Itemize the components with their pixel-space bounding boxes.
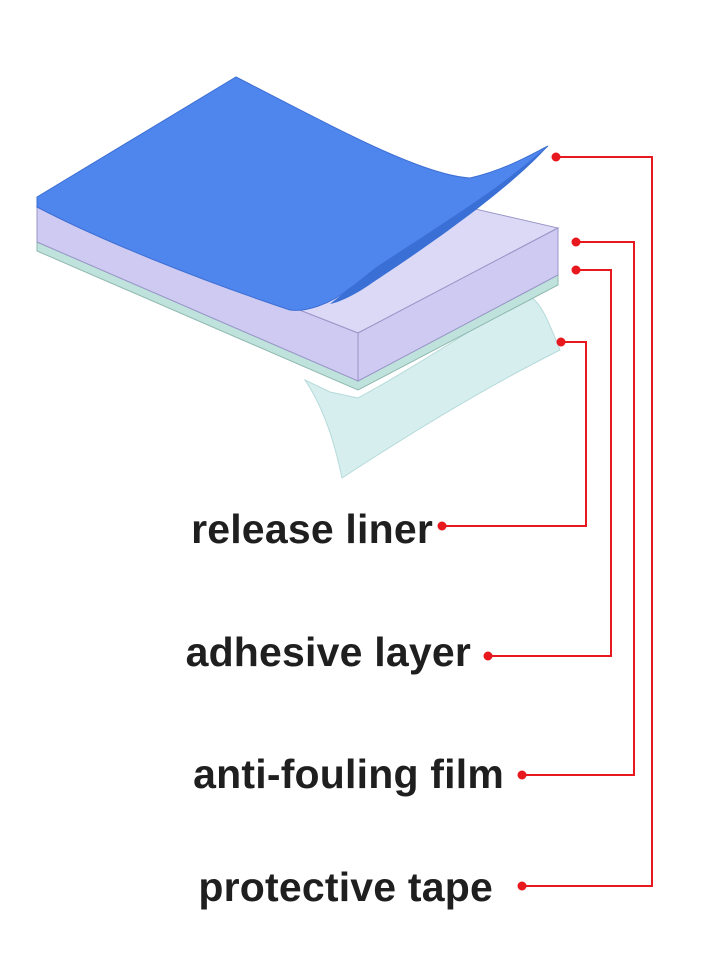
- release-liner-shape: [303, 295, 561, 479]
- protective-tape-curl: [330, 146, 548, 304]
- leader-dot-adhesive-layer-start: [571, 265, 581, 275]
- leader-dot-release-liner-start: [556, 337, 566, 347]
- leader-line-release-liner: [442, 341, 587, 527]
- leader-lines: [437, 152, 653, 891]
- leader-line-anti-fouling-film: [522, 241, 635, 776]
- leader-dot-anti-fouling-film-end: [517, 770, 527, 780]
- label-adhesive-layer: adhesive layer: [185, 629, 471, 675]
- leader-dot-release-liner-end: [437, 521, 447, 531]
- leader-line-protective-tape: [522, 156, 653, 887]
- leader-dot-anti-fouling-film-start: [571, 237, 581, 247]
- leader-dot-adhesive-layer-end: [483, 651, 493, 661]
- leader-dot-protective-tape-end: [517, 881, 527, 891]
- label-anti-fouling-film: anti-fouling film: [193, 751, 504, 797]
- label-release-liner: release liner: [191, 506, 433, 552]
- leader-line-adhesive-layer: [488, 269, 612, 657]
- anti-fouling-film-right: [357, 227, 559, 382]
- leader-dot-protective-tape-start: [551, 152, 561, 162]
- label-protective-tape: protective tape: [198, 864, 493, 910]
